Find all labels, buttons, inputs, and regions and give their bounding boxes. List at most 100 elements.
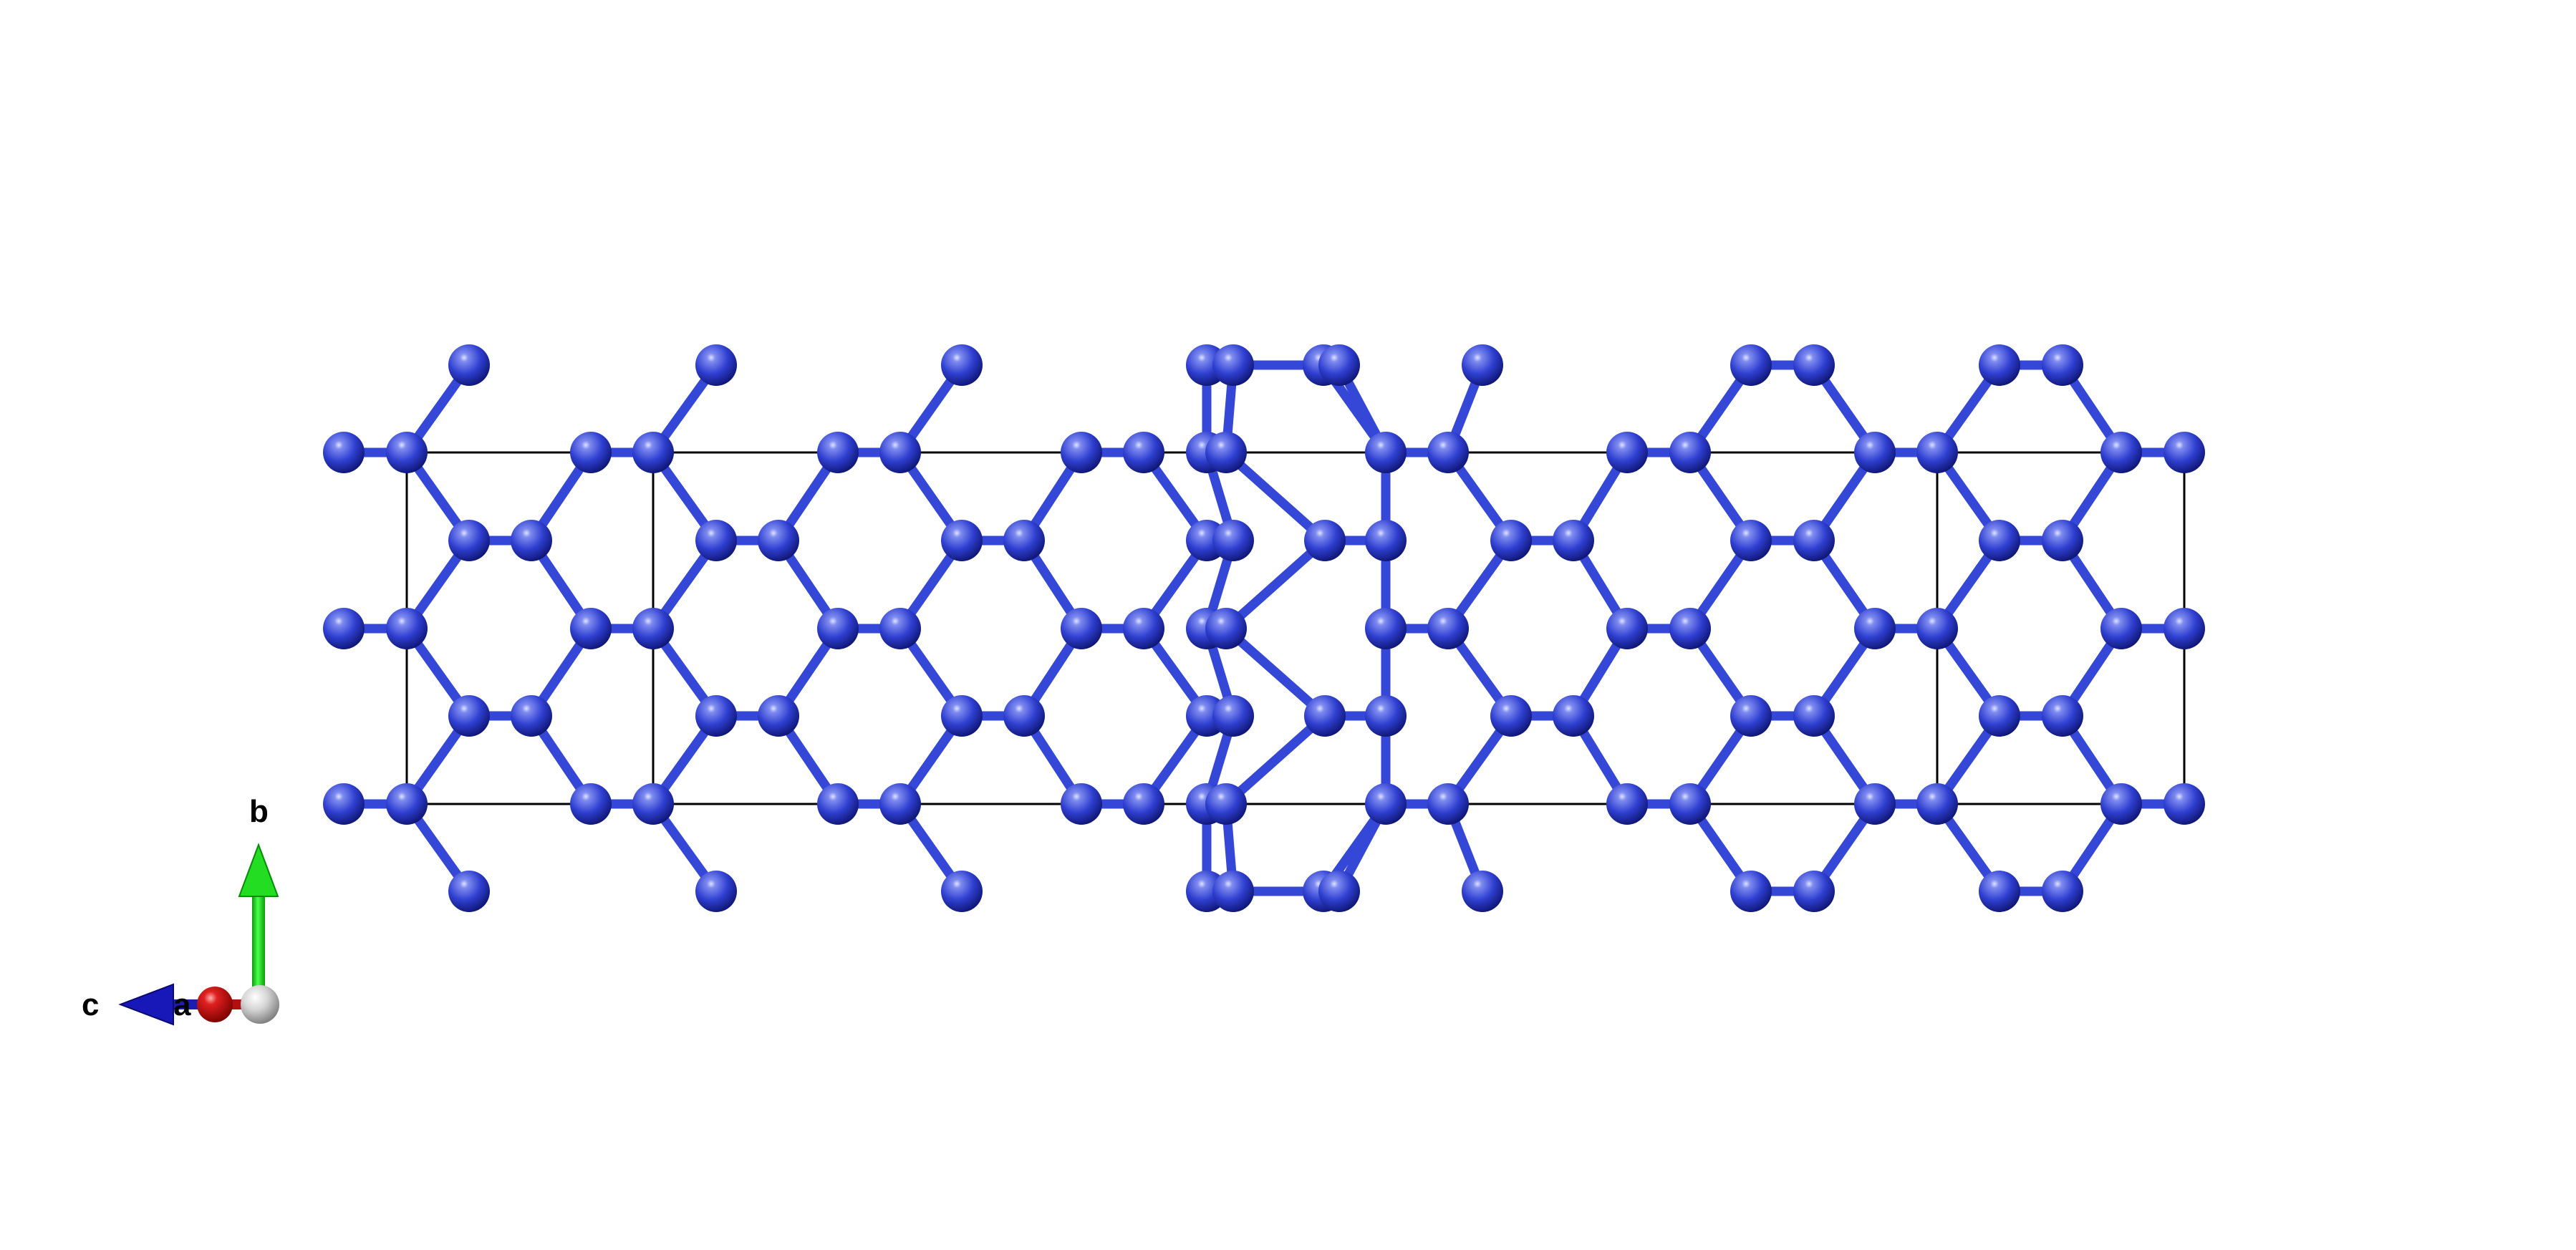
atom bbox=[1365, 608, 1407, 649]
atom bbox=[1793, 871, 1835, 912]
atom bbox=[1490, 695, 1532, 737]
atom bbox=[2163, 608, 2205, 649]
atom bbox=[1669, 783, 1711, 825]
atom bbox=[817, 783, 859, 825]
atom bbox=[1205, 783, 1247, 825]
atom bbox=[941, 520, 983, 561]
atom bbox=[1123, 783, 1164, 825]
atom bbox=[1003, 520, 1045, 561]
b-axis-arrowhead bbox=[238, 843, 279, 897]
atom bbox=[511, 520, 552, 561]
atom bbox=[2042, 344, 2083, 386]
atom bbox=[1462, 871, 1503, 912]
atom bbox=[511, 695, 552, 737]
atom bbox=[570, 432, 612, 473]
atom bbox=[1427, 608, 1469, 649]
atom bbox=[2100, 608, 2142, 649]
atom bbox=[1979, 695, 2020, 737]
atom bbox=[1462, 344, 1503, 386]
atom bbox=[1730, 520, 1772, 561]
atom bbox=[1205, 432, 1247, 473]
atom bbox=[1606, 608, 1648, 649]
atom bbox=[1669, 608, 1711, 649]
axis-indicator: b c a bbox=[82, 794, 279, 1026]
atom bbox=[941, 871, 983, 912]
atom bbox=[1427, 432, 1469, 473]
atom bbox=[1979, 520, 2020, 561]
atom bbox=[1003, 695, 1045, 737]
bond bbox=[1221, 711, 1330, 809]
atom bbox=[1304, 695, 1346, 737]
atom bbox=[323, 432, 365, 473]
atom bbox=[879, 783, 921, 825]
atom bbox=[386, 432, 428, 473]
atom bbox=[448, 695, 490, 737]
atom bbox=[2042, 871, 2083, 912]
atom bbox=[2042, 520, 2083, 561]
atom bbox=[1979, 344, 2020, 386]
atom bbox=[570, 608, 612, 649]
atom bbox=[1854, 608, 1896, 649]
atom bbox=[448, 871, 490, 912]
atom bbox=[1854, 432, 1896, 473]
atom bbox=[1061, 432, 1102, 473]
b-axis-label: b bbox=[249, 794, 269, 829]
atom bbox=[695, 344, 737, 386]
atom bbox=[1061, 783, 1102, 825]
atom bbox=[2163, 432, 2205, 473]
atom bbox=[1730, 695, 1772, 737]
atom bbox=[632, 608, 674, 649]
atom bbox=[1730, 871, 1772, 912]
atom bbox=[1318, 344, 1360, 386]
atom bbox=[1365, 783, 1407, 825]
atom bbox=[941, 695, 983, 737]
atoms bbox=[323, 344, 2205, 912]
b-axis-shaft bbox=[252, 893, 265, 998]
atom bbox=[632, 432, 674, 473]
atom bbox=[1553, 520, 1594, 561]
atom bbox=[817, 608, 859, 649]
atom bbox=[323, 783, 365, 825]
atom bbox=[1212, 871, 1254, 912]
atom bbox=[570, 783, 612, 825]
atom bbox=[1318, 871, 1360, 912]
atom bbox=[1916, 432, 1958, 473]
bond bbox=[1221, 536, 1330, 634]
atom bbox=[1212, 695, 1254, 737]
atom bbox=[1916, 608, 1958, 649]
atom bbox=[1854, 783, 1896, 825]
c-axis-arrowhead bbox=[118, 983, 174, 1026]
atom bbox=[758, 520, 799, 561]
atom bbox=[1061, 608, 1102, 649]
atom bbox=[1979, 871, 2020, 912]
atom bbox=[1427, 783, 1469, 825]
atom bbox=[1553, 695, 1594, 737]
atom bbox=[386, 783, 428, 825]
atom bbox=[2163, 783, 2205, 825]
atom bbox=[1212, 344, 1254, 386]
a-axis-label: a bbox=[173, 987, 191, 1022]
atom bbox=[386, 608, 428, 649]
atom bbox=[941, 344, 983, 386]
atom bbox=[695, 520, 737, 561]
atom bbox=[695, 871, 737, 912]
atom bbox=[1793, 520, 1835, 561]
atom bbox=[323, 608, 365, 649]
atom bbox=[817, 432, 859, 473]
atom bbox=[1730, 344, 1772, 386]
atom bbox=[1793, 344, 1835, 386]
atom bbox=[1123, 608, 1164, 649]
atom bbox=[1793, 695, 1835, 737]
atom bbox=[1365, 695, 1407, 737]
atom bbox=[2042, 695, 2083, 737]
atom bbox=[1365, 432, 1407, 473]
atom bbox=[448, 520, 490, 561]
atom bbox=[448, 344, 490, 386]
atom bbox=[1365, 520, 1407, 561]
atom bbox=[1205, 608, 1247, 649]
atom bbox=[1123, 432, 1164, 473]
axis-origin bbox=[241, 985, 279, 1024]
bonds bbox=[339, 360, 2189, 896]
a-axis-head bbox=[197, 987, 233, 1022]
